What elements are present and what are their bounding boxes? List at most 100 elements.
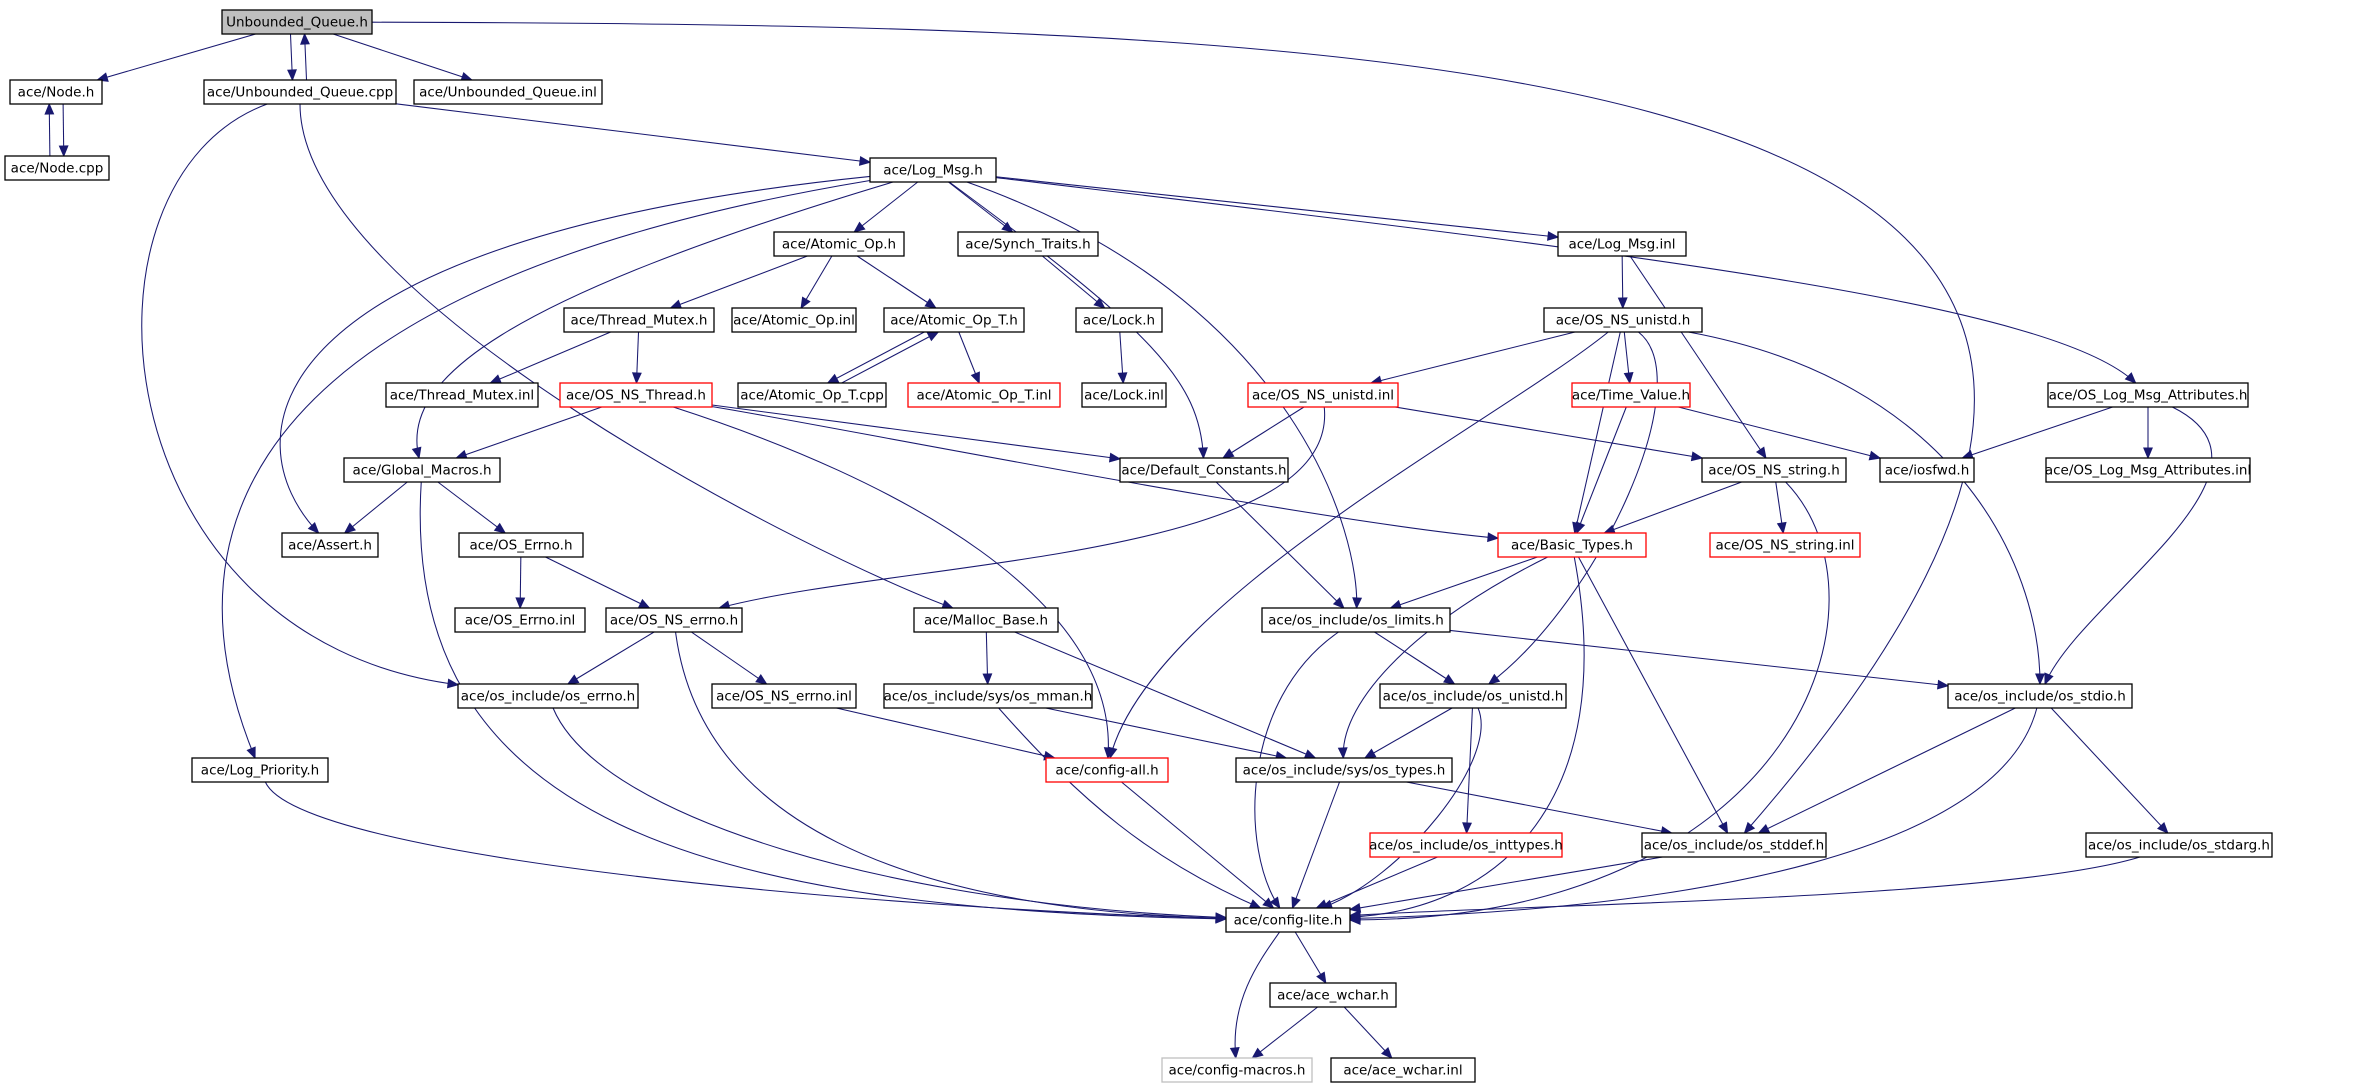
node-box [2047, 382, 2249, 408]
node-log-msg[interactable]: ace/Log_Msg.h [869, 157, 997, 183]
node-assert-h[interactable]: ace/Assert.h [281, 532, 379, 558]
node-os-ns-string[interactable]: ace/OS_NS_string.h [1701, 457, 1847, 483]
edge-arrowhead [1248, 899, 1262, 909]
node-ace-wchar[interactable]: ace/ace_wchar.h [1269, 982, 1397, 1008]
node-node-cpp[interactable]: ace/Node.cpp [4, 155, 110, 181]
edge-atomic_op_t-to-atomic_op_t_inl [958, 331, 980, 385]
node-lock-h[interactable]: ace/Lock.h [1075, 307, 1163, 333]
node-os-limits[interactable]: ace/os_include/os_limits.h [1261, 607, 1451, 633]
edge-os_include_errno-to-config_lite [552, 707, 1228, 923]
node-config-all[interactable]: ace/config-all.h [1045, 757, 1169, 783]
edge-line [141, 103, 459, 686]
edge-arrowhead [1755, 446, 1767, 460]
edge-line [691, 631, 767, 685]
node-box [913, 607, 1059, 633]
node-synch-traits[interactable]: ace/Synch_Traits.h [957, 231, 1099, 257]
node-os-errno[interactable]: ace/OS_Errno.h [458, 532, 584, 558]
node-box [343, 457, 501, 483]
edge-node_h-to-node_cpp [58, 103, 69, 158]
node-config-macros[interactable]: ace/config-macros.h [1161, 1057, 1313, 1083]
node-os-mman[interactable]: ace/os_include/sys/os_mman.h [883, 683, 1093, 709]
edge-log_msg-to-synch_traits [948, 181, 1014, 233]
node-box [221, 9, 373, 35]
node-os-ns-errno[interactable]: ace/OS_NS_errno.h [605, 607, 743, 633]
edge-line [1574, 331, 1621, 534]
node-atomic-op-t-inl[interactable]: ace/Atomic_Op_T.inl [907, 382, 1061, 408]
node-log-priority[interactable]: ace/Log_Priority.h [191, 757, 329, 783]
node-log-msg-inl[interactable]: ace/Log_Msg.inl [1557, 231, 1687, 257]
node-global-macros[interactable]: ace/Global_Macros.h [343, 457, 501, 483]
node-box [203, 79, 397, 105]
edge-arrowhead [1462, 822, 1473, 835]
node-os-log-msg-attr[interactable]: ace/OS_Log_Msg_Attributes.h [2047, 382, 2249, 408]
edge-log_msg-to-log_msg_inl [995, 176, 1560, 241]
edge-time_value-to-basic_types [1575, 406, 1627, 535]
edge-os_limits-to-os_unistd [1374, 631, 1456, 685]
node-default-constants[interactable]: ace/Default_Constants.h [1119, 457, 1289, 483]
node-root[interactable]: Unbounded_Queue.h [221, 9, 373, 35]
edge-arrowhead [515, 597, 526, 610]
edge-arrowhead [1937, 679, 1950, 690]
node-iosfwd[interactable]: ace/iosfwd.h [1879, 457, 1975, 483]
edge-line [490, 331, 611, 384]
edge-line [675, 631, 1227, 919]
edge-arrowhead [1743, 821, 1756, 834]
edge-line [719, 406, 1325, 609]
node-os-stddef[interactable]: ace/os_include/os_stddef.h [1641, 832, 1827, 858]
edge-line [998, 707, 1261, 909]
node-os-errno-inl[interactable]: ace/OS_Errno.inl [454, 607, 586, 633]
edge-os_log_msg_attr-to-iosfwd [1961, 406, 2113, 460]
node-os-unistd[interactable]: ace/os_include/os_unistd.h [1379, 683, 1567, 709]
node-label: ace/Node.cpp [11, 161, 104, 177]
edge-arrowhead [1443, 674, 1456, 685]
node-uq-cpp[interactable]: ace/Unbounded_Queue.cpp [203, 79, 397, 105]
node-os-ns-unistd-inl[interactable]: ace/OS_NS_unistd.inl [1247, 382, 1399, 408]
edge-line [1215, 481, 1345, 609]
edge-arrowhead [1251, 1047, 1264, 1059]
node-node-h[interactable]: ace/Node.h [9, 79, 103, 105]
edge-arrowhead [755, 673, 768, 685]
edge-line [1121, 781, 1274, 909]
edge-config_lite-to-ace_wchar [1294, 931, 1327, 985]
node-os-types[interactable]: ace/os_include/sys/os_types.h [1235, 757, 1453, 783]
node-label: ace/OS_NS_errno.inl [716, 689, 852, 705]
node-atomic-op[interactable]: ace/Atomic_Op.h [773, 231, 905, 257]
edge-os_ns_unistd-to-os_unistd [1487, 331, 1658, 685]
node-atomic-op-t-cpp[interactable]: ace/Atomic_Op_T.cpp [737, 382, 887, 408]
node-os-stdarg[interactable]: ace/os_include/os_stdarg.h [2085, 832, 2273, 858]
edge-line [1758, 707, 2016, 834]
node-atomic-op-inl[interactable]: ace/Atomic_Op.inl [731, 307, 857, 333]
node-ace-wchar-inl[interactable]: ace/ace_wchar.inl [1330, 1057, 1476, 1083]
node-malloc-base[interactable]: ace/Malloc_Base.h [913, 607, 1059, 633]
node-config-lite[interactable]: ace/config-lite.h [1225, 907, 1351, 933]
node-os-inttypes[interactable]: ace/os_include/os_inttypes.h [1369, 832, 1563, 858]
edge-line [1678, 406, 1881, 459]
edge-line [1395, 406, 1703, 459]
node-os-ns-unistd[interactable]: ace/OS_NS_unistd.h [1543, 307, 1703, 333]
node-time-value[interactable]: ace/Time_Value.h [1571, 382, 1691, 408]
edge-line [673, 406, 1109, 759]
node-thread-mutex-inl[interactable]: ace/Thread_Mutex.inl [385, 382, 539, 408]
edge-os_stdio-to-os_stdarg [2050, 707, 2169, 834]
node-uq-inl[interactable]: ace/Unbounded_Queue.inl [413, 79, 603, 105]
edge-os_stddef-to-config_lite [1348, 856, 1663, 913]
node-label: ace/os_include/os_limits.h [1268, 613, 1444, 629]
node-basic-types[interactable]: ace/Basic_Types.h [1497, 532, 1647, 558]
edge-config_all-to-config_lite [1121, 781, 1275, 909]
edge-line [711, 404, 1121, 460]
node-os-ns-string-inl[interactable]: ace/OS_NS_string.inl [1709, 532, 1861, 558]
node-lock-inl[interactable]: ace/Lock.inl [1081, 382, 1167, 408]
edge-os_types-to-config_lite [1291, 781, 1341, 910]
node-label: ace/Atomic_Op.inl [733, 313, 855, 329]
node-os-ns-errno-inl[interactable]: ace/OS_NS_errno.inl [711, 683, 857, 709]
edge-line [1449, 629, 1949, 687]
node-os-stdio[interactable]: ace/os_include/os_stdio.h [1947, 683, 2133, 709]
edge-arrowhead [853, 221, 866, 233]
node-atomic-op-t[interactable]: ace/Atomic_Op_T.h [883, 307, 1025, 333]
edge-line [1349, 707, 2038, 920]
node-box [1161, 1057, 1313, 1083]
node-os-ns-thread[interactable]: ace/OS_NS_Thread.h [559, 382, 713, 408]
node-os-log-msg-attr-inl[interactable]: ace/OS_Log_Msg_Attributes.inl [2045, 457, 2251, 483]
node-os-include-errno[interactable]: ace/os_include/os_errno.h [457, 683, 639, 709]
node-thread-mutex[interactable]: ace/Thread_Mutex.h [563, 307, 715, 333]
